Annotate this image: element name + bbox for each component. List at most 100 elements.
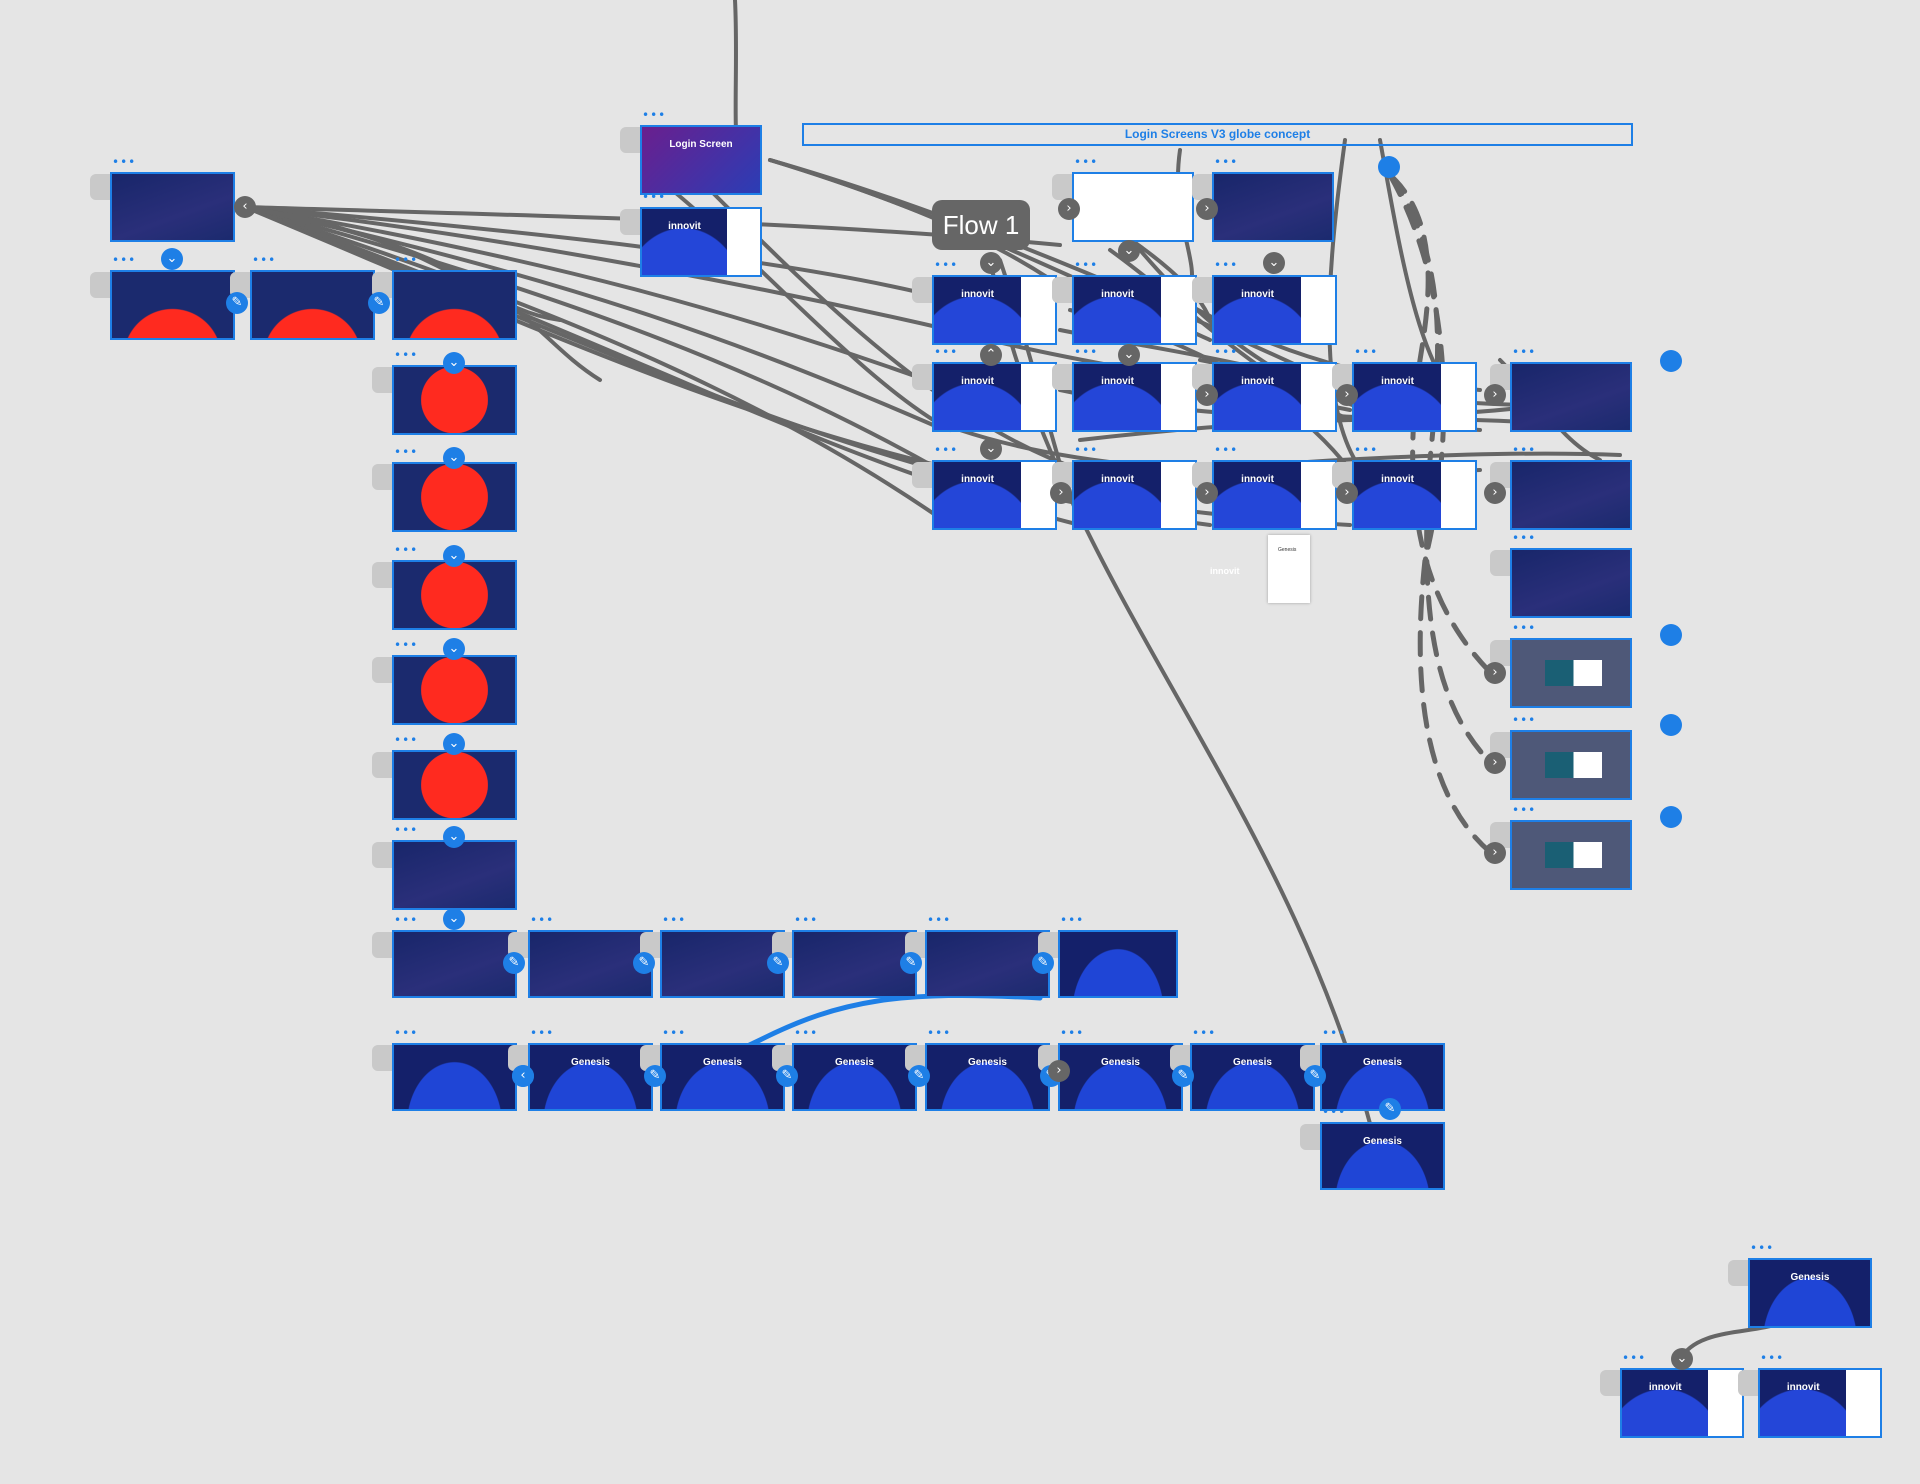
screen-frame[interactable] (1510, 362, 1632, 432)
screen-frame[interactable] (392, 655, 517, 725)
screen-frame[interactable] (925, 930, 1050, 998)
edit-icon[interactable]: ✎ (900, 952, 922, 974)
frame-more-menu[interactable]: ••• (1354, 345, 1379, 359)
frame-more-menu[interactable]: ••• (112, 155, 137, 169)
frame-more-menu[interactable]: ••• (794, 913, 819, 927)
expand-icon[interactable]: ⌄ (443, 733, 465, 755)
edit-icon[interactable]: ✎ (644, 1065, 666, 1087)
screen-frame[interactable]: Genesis (528, 1043, 653, 1111)
expand-icon[interactable]: ⌄ (980, 438, 1002, 460)
frame-more-menu[interactable]: ••• (112, 253, 137, 267)
frame-more-menu[interactable]: ••• (1750, 1241, 1775, 1255)
frame-more-menu[interactable]: ••• (1512, 803, 1537, 817)
edit-icon[interactable]: ✎ (776, 1065, 798, 1087)
screen-frame[interactable]: innovit (1212, 362, 1337, 432)
connector-pin-icon[interactable] (1378, 156, 1400, 178)
frame-more-menu[interactable]: ••• (530, 913, 555, 927)
frame-more-menu[interactable]: ••• (1192, 1026, 1217, 1040)
expand-icon[interactable]: ⌄ (1671, 1348, 1693, 1370)
screen-frame[interactable]: innovit (1352, 460, 1477, 530)
frame-more-menu[interactable]: ••• (1622, 1351, 1647, 1365)
frame-more-menu[interactable]: ••• (1512, 713, 1537, 727)
frame-more-menu[interactable]: ••• (1074, 443, 1099, 457)
frame-more-menu[interactable]: ••• (934, 258, 959, 272)
connector-pin-icon[interactable] (1660, 624, 1682, 646)
expand-icon[interactable]: ⌄ (1263, 252, 1285, 274)
edit-icon[interactable]: ✎ (1304, 1065, 1326, 1087)
screen-frame[interactable] (1510, 638, 1632, 708)
frame-more-menu[interactable]: ••• (1074, 258, 1099, 272)
next-icon[interactable]: › (1484, 752, 1506, 774)
screen-frame[interactable]: innovit (932, 275, 1057, 345)
frame-more-menu[interactable]: ••• (394, 445, 419, 459)
expand-icon[interactable]: ⌄ (443, 826, 465, 848)
frame-more-menu[interactable]: ••• (1512, 345, 1537, 359)
frame-more-menu[interactable]: ••• (1760, 1351, 1785, 1365)
flow-start-label[interactable]: Flow 1 (932, 200, 1030, 250)
next-icon[interactable]: › (1196, 482, 1218, 504)
frame-more-menu[interactable]: ••• (394, 733, 419, 747)
edit-icon[interactable]: ✎ (368, 292, 390, 314)
frame-more-menu[interactable]: ••• (1214, 258, 1239, 272)
edit-icon[interactable]: ✎ (1172, 1065, 1194, 1087)
expand-icon[interactable]: ⌄ (443, 352, 465, 374)
screen-frame[interactable]: innovit (932, 362, 1057, 432)
next-icon[interactable]: › (1196, 198, 1218, 220)
connector-pin-icon[interactable] (1660, 350, 1682, 372)
edit-icon[interactable]: ✎ (1032, 952, 1054, 974)
screen-frame[interactable] (392, 1043, 517, 1111)
expand-icon[interactable]: ⌄ (443, 545, 465, 567)
frame-more-menu[interactable]: ••• (1214, 443, 1239, 457)
frame-more-menu[interactable]: ••• (394, 348, 419, 362)
frame-more-menu[interactable]: ••• (394, 823, 419, 837)
screen-frame[interactable] (392, 365, 517, 435)
frame-more-menu[interactable]: ••• (530, 1026, 555, 1040)
screen-frame[interactable]: Genesis (1748, 1258, 1872, 1328)
expand-icon[interactable]: ⌄ (443, 638, 465, 660)
next-icon[interactable]: › (1058, 198, 1080, 220)
screen-frame[interactable]: innovit (1758, 1368, 1882, 1438)
screen-frame[interactable]: Genesis (1058, 1043, 1183, 1111)
frame-more-menu[interactable]: ••• (1214, 345, 1239, 359)
frame-more-menu[interactable]: ••• (1512, 443, 1537, 457)
next-icon[interactable]: › (1196, 384, 1218, 406)
next-icon[interactable]: › (1484, 482, 1506, 504)
screen-frame[interactable]: innovit (1212, 275, 1337, 345)
screen-frame[interactable] (110, 270, 235, 340)
screen-frame[interactable]: innovit (1072, 362, 1197, 432)
frame-more-menu[interactable]: ••• (794, 1026, 819, 1040)
screen-frame[interactable] (660, 930, 785, 998)
back-icon[interactable]: ‹ (512, 1065, 534, 1087)
frame-more-menu[interactable]: ••• (1074, 155, 1099, 169)
frame-more-menu[interactable]: ••• (927, 1026, 952, 1040)
screen-frame[interactable]: Genesis (1320, 1122, 1445, 1190)
expand-icon[interactable]: ⌄ (1118, 240, 1140, 262)
frame-more-menu[interactable]: ••• (1512, 531, 1537, 545)
next-icon[interactable]: › (1048, 1060, 1070, 1082)
frame-more-menu[interactable]: ••• (394, 1026, 419, 1040)
frame-more-menu[interactable]: ••• (934, 443, 959, 457)
expand-icon[interactable]: ⌄ (980, 252, 1002, 274)
next-icon[interactable]: › (1484, 842, 1506, 864)
screen-frame[interactable] (250, 270, 375, 340)
screen-frame[interactable] (1072, 172, 1194, 242)
screen-frame[interactable]: Genesis (925, 1043, 1050, 1111)
screen-frame[interactable] (792, 930, 917, 998)
edit-icon[interactable]: ✎ (767, 952, 789, 974)
expand-icon[interactable]: ⌄ (161, 248, 183, 270)
frame-more-menu[interactable]: ••• (1322, 1026, 1347, 1040)
edit-icon[interactable]: ✎ (503, 952, 525, 974)
screen-frame[interactable] (392, 930, 517, 998)
frame-more-menu[interactable]: ••• (662, 913, 687, 927)
screen-frame[interactable] (1510, 730, 1632, 800)
frame-more-menu[interactable]: ••• (1060, 913, 1085, 927)
screen-frame[interactable] (392, 840, 517, 910)
frame-more-menu[interactable]: ••• (642, 108, 667, 122)
frame-more-menu[interactable]: ••• (642, 190, 667, 204)
screen-frame[interactable]: innovit (1352, 362, 1477, 432)
document-card[interactable]: Genesis (1268, 535, 1310, 603)
expand-icon[interactable]: ⌄ (443, 447, 465, 469)
screen-frame[interactable]: innovit (932, 460, 1057, 530)
frame-more-menu[interactable]: ••• (1322, 1105, 1347, 1119)
